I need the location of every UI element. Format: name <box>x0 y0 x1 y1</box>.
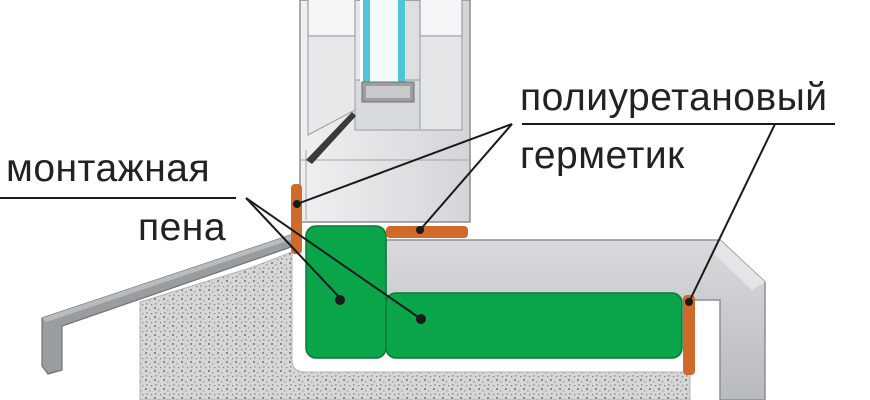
foam-block-vertical <box>305 225 387 359</box>
glazing-gasket <box>306 112 356 164</box>
leader-lines <box>0 123 835 320</box>
concrete-wall <box>139 251 691 400</box>
leader-dots <box>293 200 693 324</box>
sealant-label-line2: герметик <box>520 134 685 177</box>
glass-unit <box>360 0 415 103</box>
sealant-label-line1: полиуретановый <box>520 76 828 119</box>
foam-label-line2: пена <box>138 206 227 249</box>
exterior-drip-sill-top <box>42 232 302 322</box>
foam-label-line1: монтажная <box>6 147 211 190</box>
foam-block-horizontal <box>385 292 683 359</box>
sealant-strip-left <box>291 184 302 254</box>
sealant-strip-right <box>683 295 695 375</box>
sealant-strip-top <box>386 226 468 238</box>
